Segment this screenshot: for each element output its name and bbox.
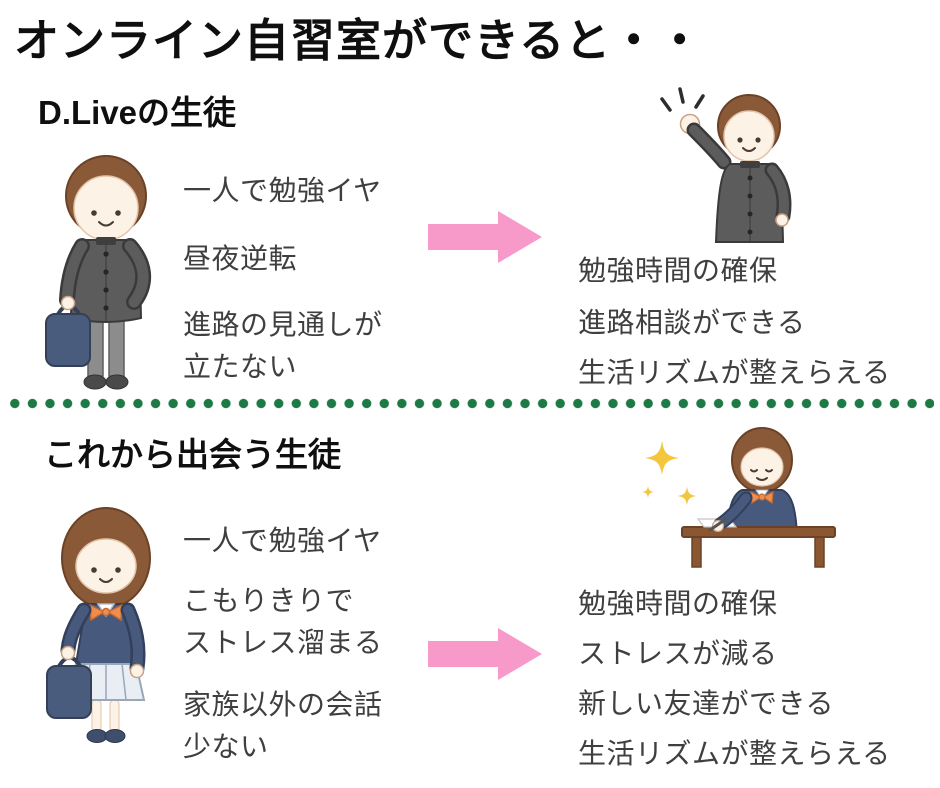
problem-text: 一人で勉強イヤ — [183, 175, 382, 206]
problem-text: 進路の見通しが 立たない — [183, 309, 383, 382]
problem-text: 一人で勉強イヤ — [183, 525, 382, 556]
right-arrow-icon — [428, 211, 542, 263]
girl-writing-at-desk-icon — [642, 427, 836, 568]
boy-cheering-illustration — [652, 84, 802, 244]
benefit-text: ストレスが減る — [578, 638, 778, 669]
benefit-text: 進路相談ができる — [578, 307, 806, 338]
boy-cheering-icon — [660, 87, 792, 243]
benefit-text: 勉強時間の確保 — [578, 255, 778, 286]
sparkle-icon — [677, 486, 697, 506]
dotted-divider — [6, 398, 934, 409]
girl-with-bag-icon — [46, 507, 151, 743]
right-arrow-icon — [428, 628, 542, 680]
benefit-text: 生活リズムが整えらえる — [578, 357, 891, 388]
sparkle-icon — [642, 486, 654, 498]
problem-text: 家族以外の会話 少ない — [183, 689, 383, 762]
sparkle-icon — [645, 441, 679, 475]
benefit-text: 新しい友達ができる — [578, 688, 834, 719]
boy-student-illustration — [22, 150, 182, 397]
girl-writing-illustration — [632, 424, 837, 569]
girl-student-illustration — [22, 500, 182, 750]
benefit-text: 勉強時間の確保 — [578, 588, 778, 619]
problem-text: こもりきりで ストレス溜まる — [183, 585, 383, 658]
problem-text: 昼夜逆転 — [183, 243, 298, 274]
page-title: オンライン自習室ができると・・ — [14, 15, 704, 66]
section2-heading: これから出会う生徒 — [44, 436, 341, 473]
section1-heading: D.Liveの生徒 — [38, 94, 237, 131]
benefit-text: 生活リズムが整えらえる — [578, 738, 891, 769]
boy-with-bag-icon — [45, 155, 152, 390]
